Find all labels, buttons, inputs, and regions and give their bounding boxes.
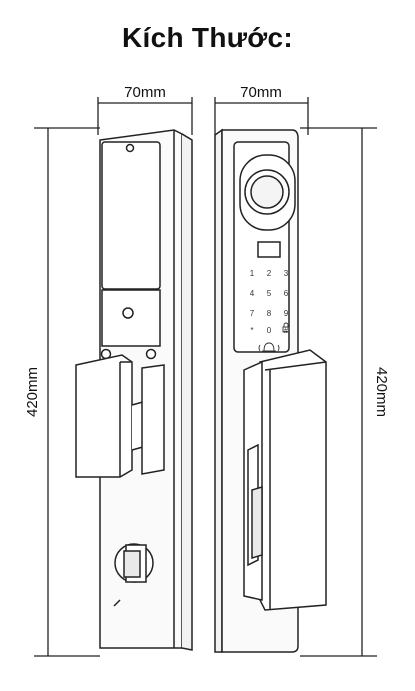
front-width-dimension xyxy=(97,97,193,135)
key-4: 4 xyxy=(250,289,255,298)
key-8: 8 xyxy=(267,309,272,318)
key-7: 7 xyxy=(250,309,255,318)
lock-icon xyxy=(282,322,290,333)
key-5: 5 xyxy=(267,289,272,298)
key-9: 9 xyxy=(284,309,289,318)
key-1: 1 xyxy=(250,269,255,278)
back-width-dimension xyxy=(214,97,309,135)
back-height-label: 420mm xyxy=(373,367,390,417)
key-hash: # xyxy=(284,326,289,335)
key-6: 6 xyxy=(284,289,289,298)
keypad: 1 2 3 4 5 6 7 8 9 * 0 # xyxy=(250,269,290,352)
front-width-label: 70mm xyxy=(124,84,166,101)
outdoor-lock-panel xyxy=(214,128,327,653)
indoor-lock-panel xyxy=(75,129,193,651)
page-title: Kích Thước: xyxy=(121,22,294,53)
front-height-dimension xyxy=(34,127,100,657)
front-height-label: 420mm xyxy=(24,367,41,417)
doorbell-icon xyxy=(258,342,280,352)
key-star: * xyxy=(250,326,253,335)
back-width-label: 70mm xyxy=(240,84,282,101)
back-height-dimension xyxy=(300,127,377,657)
key-3: 3 xyxy=(284,269,289,278)
key-0: 0 xyxy=(267,326,272,335)
key-2: 2 xyxy=(267,269,272,278)
